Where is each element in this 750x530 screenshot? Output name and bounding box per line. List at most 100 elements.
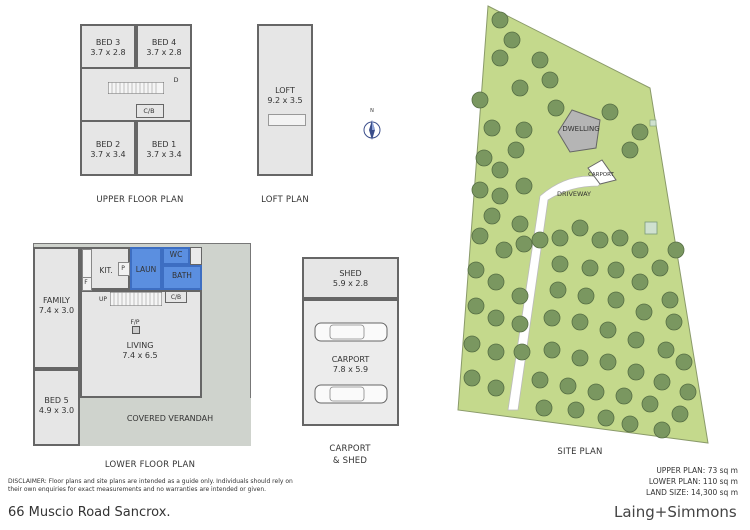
tree-icon <box>531 51 549 69</box>
tree-icon <box>657 341 675 359</box>
tree-icon <box>487 309 505 327</box>
tree-icon <box>653 421 671 439</box>
wc-label: WC <box>169 250 183 259</box>
tree-icon <box>515 121 533 139</box>
tree-icon <box>599 321 617 339</box>
tree-icon <box>515 235 533 253</box>
tree-icon <box>607 261 625 279</box>
dwelling-building <box>557 109 601 153</box>
room-living <box>80 290 202 398</box>
upper-stairs <box>108 82 164 94</box>
wc-fixture <box>190 247 202 265</box>
fireplace-icon <box>132 326 140 334</box>
upper-plan-area: UPPER PLAN: 73 sq m <box>656 466 738 475</box>
room-bed-3 <box>80 24 136 69</box>
bath-label: BATH <box>172 271 192 280</box>
verandah-label: COVERED VERANDAH <box>126 414 214 423</box>
room-bed-2 <box>80 120 136 176</box>
tree-icon <box>551 229 569 247</box>
lower-cb <box>165 291 187 303</box>
tree-icon <box>487 343 505 361</box>
tree-icon <box>511 315 529 333</box>
carport-shed-caption: CARPORT& SHED <box>329 444 371 466</box>
lower-floor-caption: LOWER FLOOR PLAN <box>104 460 196 470</box>
tree-icon <box>547 99 565 117</box>
room-bath <box>162 265 202 290</box>
tree-icon <box>615 387 633 405</box>
tree-icon <box>531 231 549 249</box>
tree-icon <box>515 177 533 195</box>
loft-stair-opening <box>268 114 306 126</box>
tree-icon <box>559 377 577 395</box>
tree-icon <box>653 373 671 391</box>
tree-icon <box>667 241 685 259</box>
tree-icon <box>543 341 561 359</box>
tree-icon <box>679 383 697 401</box>
lower-stairs <box>110 292 162 306</box>
tree-icon <box>471 181 489 199</box>
tree-icon <box>601 103 619 121</box>
land-size: LAND SIZE: 14,300 sq m <box>646 488 738 497</box>
tree-icon <box>487 379 505 397</box>
tree-icon <box>621 415 639 433</box>
kitchen-bench <box>82 249 92 279</box>
up-label: UP <box>98 296 107 303</box>
fridge-label: F <box>84 279 88 286</box>
tree-icon <box>535 399 553 417</box>
tree-icon <box>483 207 501 225</box>
room-bed-1 <box>136 120 192 176</box>
pantry <box>118 262 130 276</box>
upper-cb <box>136 104 164 118</box>
tree-icon <box>597 409 615 427</box>
tree-icon <box>467 297 485 315</box>
tree-icon <box>531 371 549 389</box>
tree-icon <box>543 309 561 327</box>
laundry-label: LAUN <box>135 265 157 274</box>
site-tank <box>649 119 657 127</box>
tree-icon <box>475 149 493 167</box>
covered-verandah <box>80 398 251 446</box>
fireplace-label: F/P <box>130 319 140 326</box>
site-carport-label: CARPORT <box>588 172 614 178</box>
tree-icon <box>511 287 529 305</box>
room-bed-5 <box>33 369 80 446</box>
upper-d-label: D <box>173 76 179 84</box>
tree-icon <box>495 241 513 259</box>
tree-icon <box>463 369 481 387</box>
tree-icon <box>541 71 559 89</box>
lower-plan-area: LOWER PLAN: 110 sq m <box>648 477 738 486</box>
tree-icon <box>471 227 489 245</box>
tree-icon <box>635 303 653 321</box>
tree-icon <box>627 331 645 349</box>
lower-cb-label: C/B <box>170 294 182 301</box>
room-laundry <box>130 247 162 290</box>
tree-icon <box>571 349 589 367</box>
tree-icon <box>611 229 629 247</box>
tree-icon <box>631 123 649 141</box>
tree-icon <box>571 219 589 237</box>
room-shed <box>302 257 399 299</box>
upper-floor-caption: UPPER FLOOR PLAN <box>96 195 184 205</box>
tree-icon <box>467 261 485 279</box>
brand-logo: Laing+Simmons <box>614 503 737 521</box>
tree-icon <box>507 141 525 159</box>
tree-icon <box>491 161 509 179</box>
tree-icon <box>463 335 481 353</box>
fridge <box>82 277 92 291</box>
tree-icon <box>551 255 569 273</box>
tree-icon <box>581 259 599 277</box>
site-carport <box>587 159 617 185</box>
tree-icon <box>631 241 649 259</box>
tree-icon <box>491 49 509 67</box>
tree-icon <box>511 79 529 97</box>
tree-icon <box>513 343 531 361</box>
disclaimer: DISCLAIMER: Floor plans and site plans a… <box>8 478 293 493</box>
